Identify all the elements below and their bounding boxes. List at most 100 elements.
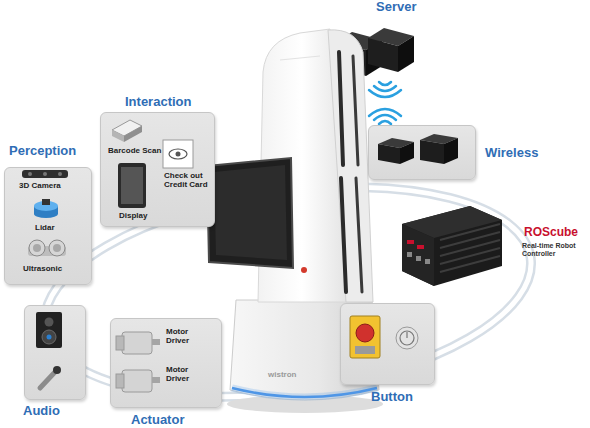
robot-body [207,158,293,268]
power-button-icon [406,332,407,338]
lidar-icon [42,199,50,205]
roscube-controller [402,206,502,286]
barcode-scanner-icon [112,120,142,142]
camera-icon [22,170,68,178]
component-label: Barcode Scan [108,147,178,156]
server-label: Server [376,0,416,15]
component-label: Motor Driver [166,328,200,346]
card-reader-icon [163,140,193,168]
module-box: Audio [24,305,86,400]
server-icon [398,36,414,72]
wifi-signal [369,109,401,116]
router-icon [444,138,458,164]
camera-icon [58,172,62,176]
component-label: Lidar [35,224,85,233]
roscube-controller [417,245,424,249]
ultrasonic-icon [33,244,41,252]
speaker-icon [36,312,62,348]
robot-body [339,52,346,292]
speaker-icon [36,312,62,348]
wifi-signal [379,121,391,124]
roscube-controller [425,259,430,264]
roscube-controller [416,256,421,261]
motor-icon [122,370,152,392]
router-icon [378,144,400,164]
microphone-icon [40,366,61,388]
power-button-icon [396,327,418,349]
lidar-icon [34,199,58,218]
module-box: Button [340,303,435,385]
component-label: 3D Camera [19,182,89,191]
router-icon [420,134,458,144]
tablet-icon [118,163,146,208]
motor-icon [152,377,160,383]
barcode-scanner-icon [124,126,142,142]
brand-logo: wistron [268,371,296,380]
card-reader-icon [176,152,181,157]
microphone-icon [53,366,61,374]
ultrasonic-icon [28,240,66,256]
router-icon [378,138,414,148]
camera-icon [43,172,47,176]
emergency-button-icon [350,316,380,358]
product-description: Real-time Robot Controller [522,242,588,258]
section-heading: Perception [9,144,76,159]
speaker-icon [47,335,52,340]
motor-icon [116,332,160,392]
roscube-controller [402,206,502,286]
module-box: Perception3D CameraLidarUltrasonic [4,167,92,285]
emergency-button-icon [350,316,380,358]
motor-icon [116,336,124,350]
server-icon [368,38,398,72]
lidar-icon [34,201,58,211]
tablet-icon [121,167,143,204]
router-icon [400,142,414,164]
barcode-scanner-icon [112,120,142,136]
motor-icon [116,374,124,388]
robot-body [232,388,377,397]
roscube-controller [402,224,434,286]
section-heading: Wireless [485,146,538,161]
robot-body [280,56,320,60]
motor-icon [122,332,152,354]
lidar-icon [34,210,58,218]
robot-body [301,267,307,273]
section-heading: Actuator [131,413,184,428]
component-label: Check out Credit Card [164,172,210,190]
robot-body [214,165,287,260]
camera-icon [28,172,32,176]
module-box: InteractionBarcode ScanCheck out Credit … [100,112,215,227]
emergency-button-icon [356,324,374,342]
component-label: Display [119,212,169,221]
wifi-signal [369,90,401,97]
roscube-controller [407,240,414,244]
motor-icon [152,339,160,345]
microphone-icon [40,372,55,388]
module-box: Wireless [368,125,476,180]
ultrasonic-icon [28,246,66,256]
product-name: ROScube [524,226,578,239]
router-icon [378,134,458,164]
speaker-icon [45,318,54,327]
section-heading: Interaction [125,95,191,110]
tablet-icon [118,163,146,208]
module-box: ActuatorMotor DriverMotor Driver [110,318,222,408]
wifi-signal [374,115,396,120]
ultrasonic-icon [53,244,61,252]
robot-body [232,388,377,397]
speaker-icon [42,330,56,344]
router-icon [420,140,444,164]
wifi-signal [369,82,401,124]
card-reader-icon [169,149,187,159]
ultrasonic-icon [49,240,65,256]
power-button-icon [396,327,418,349]
robot-body [328,30,373,302]
emergency-button-icon [355,346,375,354]
card-reader-icon [163,140,193,168]
section-heading: Audio [23,404,60,419]
